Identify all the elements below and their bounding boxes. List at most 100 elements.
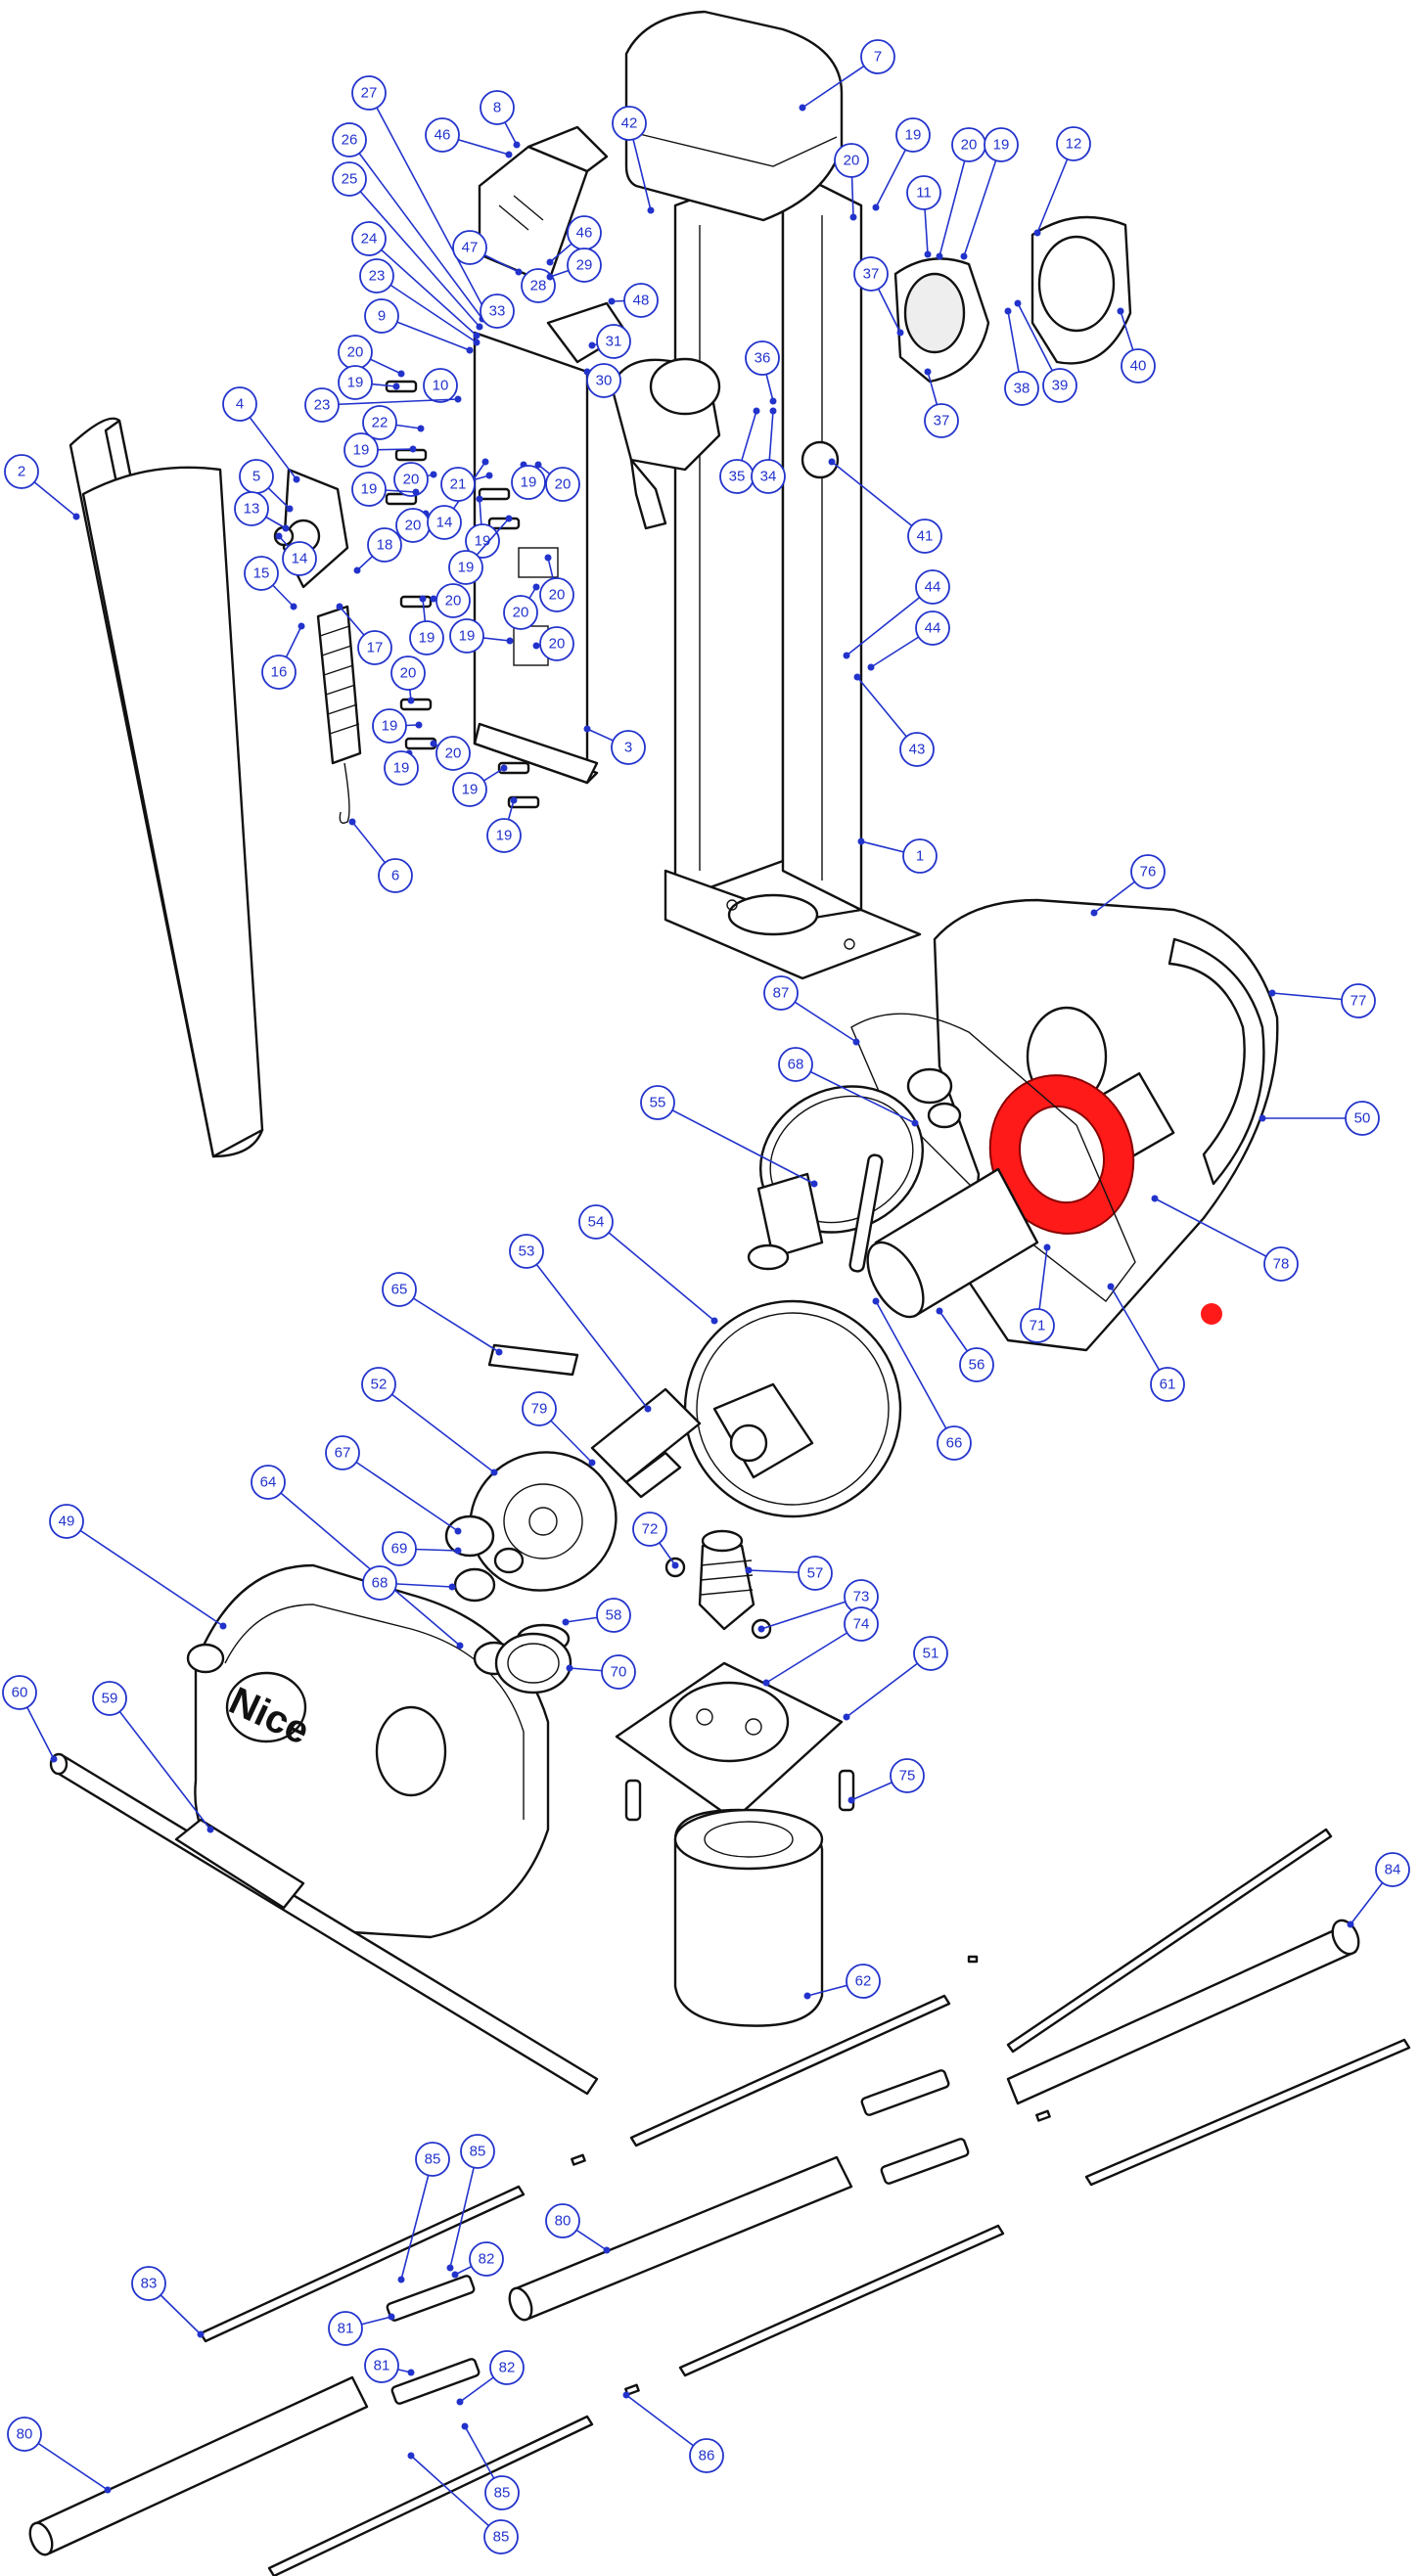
callout-number: 84 (1385, 1862, 1401, 1878)
callout-64: 64 (251, 1465, 464, 1650)
callout-circle (846, 1964, 881, 1999)
callout-anchor-dot (810, 1180, 818, 1188)
callout-number: 79 (531, 1401, 548, 1418)
callout-leader-line (368, 238, 478, 337)
callout-19: 19 (343, 432, 417, 468)
callout-anchor-dot (745, 1566, 753, 1574)
callout-67: 67 (325, 1435, 462, 1535)
callout-anchor-dot (219, 1622, 227, 1630)
callout-number: 20 (405, 518, 422, 534)
callout-anchor-dot (847, 1796, 855, 1804)
callout-number: 20 (445, 593, 462, 610)
callout-number: 20 (549, 636, 566, 653)
callout-anchor-dot (451, 2271, 459, 2279)
callout-4: 4 (222, 386, 300, 483)
callout-leader-line (400, 2158, 434, 2281)
callout-anchor-dot (924, 250, 932, 258)
callout-anchor-dot (753, 407, 760, 415)
callout-anchor-dot (513, 141, 521, 149)
callout-circle (465, 523, 500, 559)
callout-44: 44 (867, 610, 950, 671)
callout-anchor-dot (769, 397, 777, 405)
callout-leader-line (348, 178, 481, 328)
callout-24: 24 (351, 221, 481, 339)
callout-anchor-dot (446, 2264, 454, 2272)
callout-leader-line (449, 2150, 479, 2269)
callout-36: 36 (745, 340, 780, 405)
callout-14: 14 (275, 532, 317, 576)
callout-leader-line (410, 2455, 502, 2538)
callout-anchor-dot (622, 2391, 630, 2399)
callout-number: 21 (450, 476, 467, 493)
callout-anchor-dot (960, 252, 968, 260)
callout-7: 7 (799, 39, 895, 112)
callout-anchor-dot (857, 837, 865, 845)
callout-number: 76 (1140, 864, 1157, 881)
callout-leader-line (938, 144, 970, 257)
callout-circle (425, 117, 460, 153)
callout-31: 31 (588, 324, 631, 359)
callout-circle (440, 467, 476, 502)
callout-circle (959, 1347, 994, 1382)
callout-anchor-dot (532, 642, 540, 650)
callout-anchor-dot (407, 2369, 415, 2376)
callout-anchor-dot (505, 151, 513, 158)
callout-16: 16 (261, 622, 305, 690)
callout-circle (234, 491, 269, 526)
callout-circle (511, 465, 546, 500)
callout-number: 37 (934, 413, 950, 429)
callout-number: 81 (338, 2321, 354, 2337)
callout-19: 19 (486, 796, 522, 853)
callout-20: 20 (338, 335, 405, 378)
callout-anchor-dot (534, 461, 542, 469)
callout-number: 85 (425, 2151, 441, 2168)
callout-anchor-dot (544, 554, 552, 562)
callout-number: 80 (555, 2213, 572, 2230)
callout-anchor-dot (419, 595, 427, 603)
callout-anchor-dot (1107, 1283, 1115, 1290)
callout-leader-line (846, 1652, 932, 1718)
callout-circle (489, 2350, 525, 2385)
callout-anchor-dot (769, 407, 777, 415)
callout-anchor-dot (588, 1459, 596, 1467)
callout-number: 64 (260, 1474, 277, 1491)
callout-19: 19 (384, 749, 419, 786)
callout-circle (503, 595, 538, 630)
callout-84: 84 (1347, 1852, 1410, 1928)
callout-anchor-dot (412, 488, 420, 496)
callout-number: 82 (499, 2360, 516, 2376)
callout-12: 12 (1033, 126, 1091, 237)
callout-number: 36 (755, 350, 771, 367)
callout-anchor-dot (1043, 1243, 1051, 1251)
callout-number: 60 (12, 1685, 28, 1701)
callout-anchor-dot (588, 341, 596, 349)
callout-anchor-dot (852, 1038, 860, 1046)
callout-leader-line (109, 1697, 211, 1830)
callout-circle (1150, 1367, 1185, 1402)
callout-anchor-dot (505, 515, 513, 522)
callout-27: 27 (351, 75, 491, 319)
callout-anchor-dot (1014, 299, 1022, 307)
callout-circle (539, 626, 574, 661)
callout-85: 85 (461, 2422, 520, 2510)
callout-number: 40 (1130, 358, 1147, 375)
callout-number: 51 (923, 1646, 939, 1662)
callout-leader-line (765, 1623, 862, 1684)
callout-number: 13 (244, 501, 260, 518)
callout-number: 19 (419, 630, 435, 647)
callout-circle (521, 268, 556, 303)
callout-circle (372, 708, 407, 744)
callout-anchor-dot (397, 2276, 405, 2283)
callout-anchor-dot (603, 2246, 611, 2254)
callout-55: 55 (640, 1085, 818, 1188)
callout-number: 9 (378, 308, 386, 325)
callout-13: 13 (234, 491, 290, 532)
callout-anchor-dot (1151, 1195, 1159, 1202)
callout-circle (545, 2203, 580, 2238)
callout-number: 68 (372, 1575, 389, 1592)
callout-37: 37 (853, 256, 904, 337)
callout-61: 61 (1107, 1283, 1185, 1402)
callout-circle (834, 143, 869, 178)
callout-number: 87 (773, 985, 790, 1002)
